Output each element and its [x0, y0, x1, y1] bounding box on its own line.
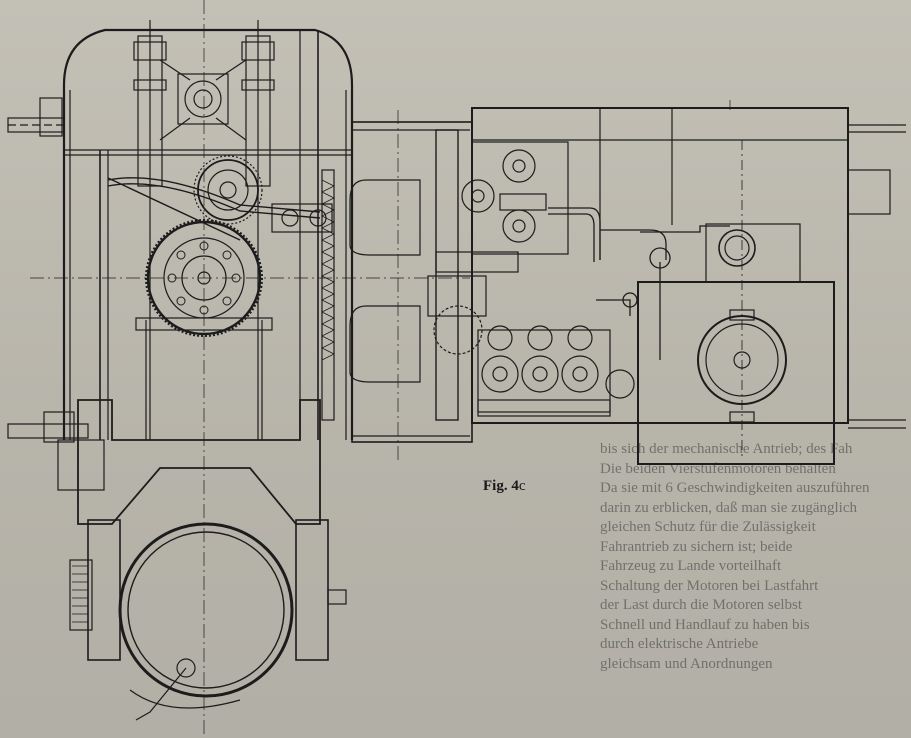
bleed-text-line: Fahrzeug zu Lande vorteilhaft — [600, 558, 782, 574]
bleed-text-line: darin zu erblicken, daß man sie zugängli… — [600, 499, 857, 516]
bleed-text-line: gleichen Schutz für die Zulässigkeit — [600, 519, 816, 535]
gearbox-upper — [461, 141, 569, 255]
bleed-text-line: Schnell und Handlauf zu haben bis — [600, 616, 810, 633]
bleed-text-line: bis sich der mechanische Antrieb; des Fa… — [600, 441, 853, 457]
bleed-text-line: Da sie mit 6 Geschwindigkeiten auszuführ… — [600, 480, 870, 496]
shaft-left-upper — [7, 117, 65, 133]
figure-caption: Fig. 4c — [483, 478, 526, 494]
bleed-text-line: Fahrantrieb zu sichern ist; beide — [600, 538, 793, 555]
gearbox-lower — [477, 325, 635, 417]
bleed-text-line: durch elektrische Antriebe — [600, 636, 759, 652]
gear-train-middle — [427, 251, 519, 355]
valve-head — [159, 59, 247, 141]
trolley-frame — [69, 399, 347, 661]
bleed-through-text-right: bis sich der mechanische Antrieb; des Fa… — [600, 440, 911, 738]
center-lines — [30, 0, 731, 738]
motor-housing — [637, 140, 835, 465]
bleed-text-line: gleichsam und Anordnungen — [600, 655, 773, 672]
right-housing — [471, 107, 906, 424]
left-housing — [62, 28, 354, 440]
pipes — [107, 177, 321, 241]
bleed-text-line: der Last durch die Motoren selbst — [600, 597, 803, 613]
bearing-housing — [705, 223, 801, 283]
hook-ring — [118, 522, 294, 721]
shaft-flange-left — [39, 97, 63, 137]
small-gear — [193, 155, 263, 225]
top-spring-columns — [133, 20, 275, 440]
rack — [321, 169, 335, 421]
piping-right — [548, 207, 730, 360]
shaft-left-lower — [7, 423, 89, 439]
middle-frame — [349, 121, 473, 443]
bleed-text-line: Schaltung der Motoren bei Lastfahrt — [600, 577, 819, 594]
valve-block — [271, 203, 333, 233]
side-bolts — [43, 411, 105, 491]
